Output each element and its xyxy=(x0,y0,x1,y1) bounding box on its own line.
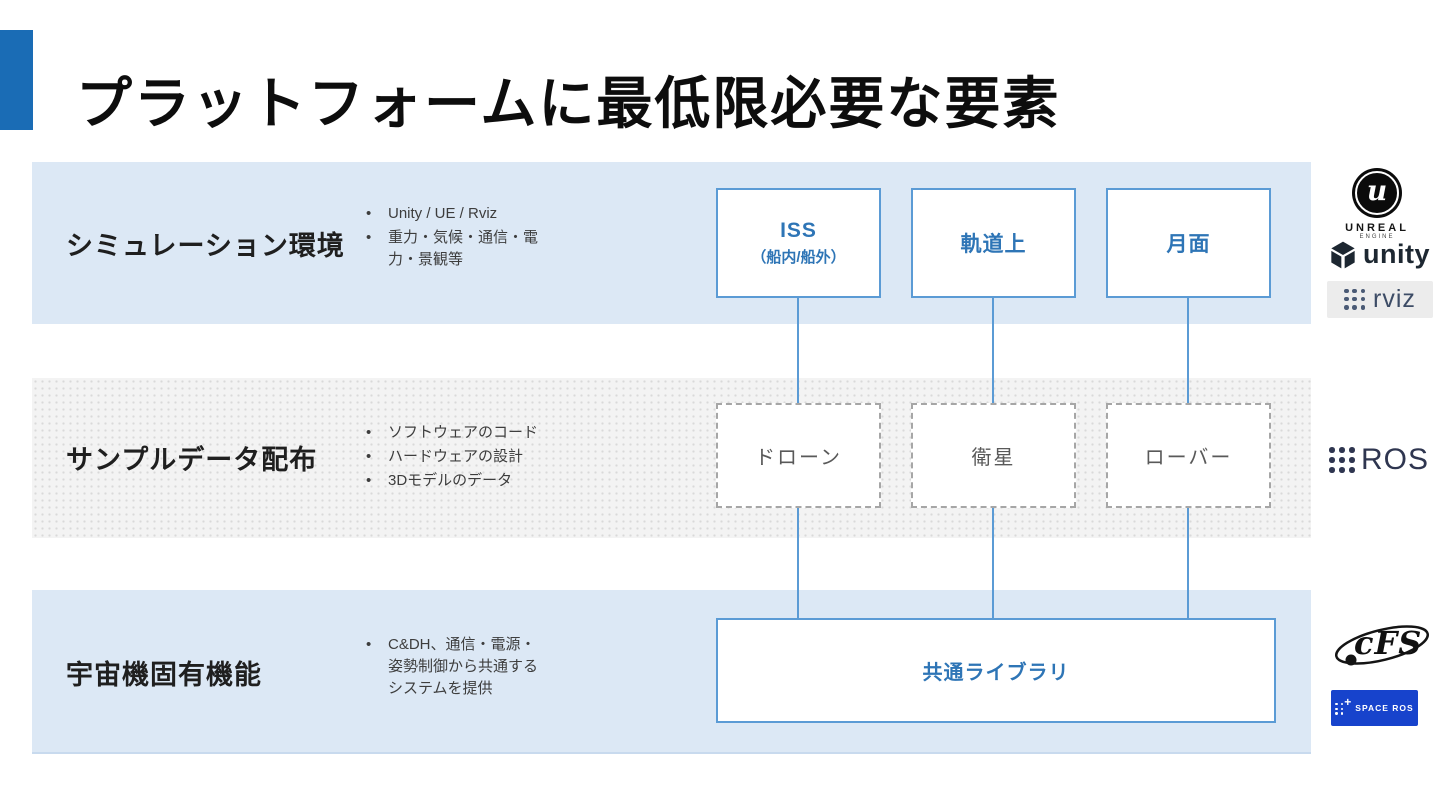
node-on-orbit: 軌道上 xyxy=(911,188,1076,298)
node-title: ローバー xyxy=(1144,447,1233,469)
bullet-list: C&DH、通信・電源・姿勢制御から共通するシステムを提供 xyxy=(362,634,547,702)
node-title: 月面 xyxy=(1166,233,1211,256)
node-drone: ドローン xyxy=(716,403,881,508)
unreal-u-glyph: u xyxy=(1366,174,1388,207)
unreal-wordmark: UNREAL xyxy=(1345,222,1409,234)
connector-line xyxy=(797,298,799,404)
bullet-item: 3Dモデルのデータ xyxy=(362,470,547,492)
node-satellite: 衛星 xyxy=(911,403,1076,508)
cfs-orbit-icon xyxy=(1335,625,1429,666)
rviz-wordmark: rviz xyxy=(1373,285,1416,313)
connector-line xyxy=(797,508,799,619)
row-simulation-environment: シミュレーション環境 Unity / UE / Rviz 重力・気候・通信・電力… xyxy=(32,162,1311,324)
unreal-wordmark-sub: ENGINE xyxy=(1359,234,1395,240)
ros-logo: ROS xyxy=(1329,443,1429,477)
connector-line xyxy=(992,508,994,619)
row-label: シミュレーション環境 xyxy=(66,231,345,261)
unreal-engine-icon: u xyxy=(1352,168,1402,218)
space-ros-wordmark: SPACE ROS xyxy=(1355,703,1414,713)
space-ros-badge: + SPACE ROS xyxy=(1331,690,1418,726)
node-title: ドローン xyxy=(755,447,842,469)
bullet-list: ソフトウェアのコード ハードウェアの設計 3Dモデルのデータ xyxy=(362,422,547,494)
row-sample-data: サンプルデータ配布 ソフトウェアのコード ハードウェアの設計 3Dモデルのデータ… xyxy=(32,378,1311,538)
connector-line xyxy=(992,298,994,404)
bullet-item: 重力・気候・通信・電力・景観等 xyxy=(362,227,547,271)
space-ros-icon: + xyxy=(1335,696,1351,715)
page-title: プラットフォームに最低限必要な要素 xyxy=(76,71,1061,135)
bullet-item: Unity / UE / Rviz xyxy=(362,203,547,225)
title-accent-bar xyxy=(0,30,33,130)
unreal-engine-logo: u UNREAL ENGINE xyxy=(1327,168,1427,240)
ros-wordmark: ROS xyxy=(1361,443,1430,476)
node-title: 共通ライブラリ xyxy=(922,662,1070,684)
cfs-logo: cFS xyxy=(1330,612,1434,678)
row-label: 宇宙機固有機能 xyxy=(66,660,262,690)
bullet-item: ハードウェアの設計 xyxy=(362,446,547,468)
rviz-logo: rviz xyxy=(1327,281,1433,318)
connector-line xyxy=(1187,298,1189,404)
bullet-item: ソフトウェアのコード xyxy=(362,422,547,444)
unity-logo: unity xyxy=(1328,239,1430,270)
cfs-wordmark: cFS xyxy=(1354,624,1423,662)
bullet-list: Unity / UE / Rviz 重力・気候・通信・電力・景観等 xyxy=(362,203,547,273)
row-label: サンプルデータ配布 xyxy=(66,445,318,475)
bullet-item: C&DH、通信・電源・姿勢制御から共通するシステムを提供 xyxy=(362,634,547,700)
node-subtitle: （船内/船外） xyxy=(751,249,846,266)
node-iss: ISS （船内/船外） xyxy=(716,188,881,298)
ros-dots-icon xyxy=(1329,447,1355,473)
node-title: ISS xyxy=(780,219,817,242)
node-title: 衛星 xyxy=(971,447,1016,469)
node-common-library: 共通ライブラリ xyxy=(716,618,1276,723)
connector-line xyxy=(1187,508,1189,619)
unity-wordmark: unity xyxy=(1363,239,1430,269)
node-rover: ローバー xyxy=(1106,403,1271,508)
node-title: 軌道上 xyxy=(960,233,1027,256)
unity-cube-icon xyxy=(1331,241,1355,268)
node-lunar-surface: 月面 xyxy=(1106,188,1271,298)
rviz-dots-icon xyxy=(1344,288,1366,311)
row-spacecraft-functions: 宇宙機固有機能 C&DH、通信・電源・姿勢制御から共通するシステムを提供 共通ラ… xyxy=(32,590,1311,754)
